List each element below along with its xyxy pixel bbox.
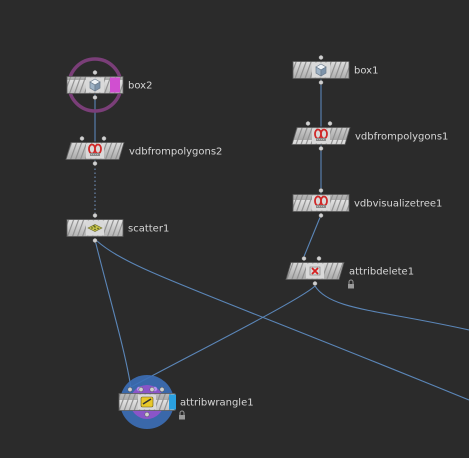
output-connector[interactable] xyxy=(92,95,98,100)
output-connector[interactable] xyxy=(312,281,318,286)
node-box2[interactable]: box2 xyxy=(66,57,152,113)
output-connector[interactable] xyxy=(318,146,324,151)
wire-attribdelete1-to-attribwrangle1[interactable] xyxy=(130,285,316,388)
node-label: box1 xyxy=(354,66,378,77)
output-connector[interactable] xyxy=(318,80,324,85)
input-connector[interactable] xyxy=(316,256,322,261)
wire-attribdelete1-to-offscreen-right[interactable] xyxy=(314,285,469,331)
wrangle-icon xyxy=(140,396,154,408)
node-vdbfrompolygons1[interactable]: vdbfrompolygons1 xyxy=(291,121,448,151)
attribdelete-icon xyxy=(309,266,321,276)
input-connector[interactable] xyxy=(101,136,107,141)
input-connector[interactable] xyxy=(79,136,85,141)
wire-scatter1-to-offscreen-right[interactable] xyxy=(96,240,469,401)
node-label: attribwrangle1 xyxy=(180,398,254,409)
wire-vdbvisualizetree1-to-attribdelete1[interactable] xyxy=(302,214,322,260)
output-connector[interactable] xyxy=(318,213,324,218)
input-connector[interactable] xyxy=(318,55,324,60)
scatter-icon xyxy=(87,224,103,232)
input-connector[interactable] xyxy=(149,387,155,392)
lock-icon xyxy=(179,410,185,420)
node-box1[interactable]: box1 xyxy=(292,55,378,85)
box-icon xyxy=(315,63,327,77)
node-label: scatter1 xyxy=(128,224,169,235)
node-label: vdbvisualizetree1 xyxy=(354,199,442,210)
template-flag[interactable] xyxy=(169,394,176,410)
vdb-icon xyxy=(314,128,328,141)
node-label: vdbfrompolygons1 xyxy=(355,132,448,143)
input-connector[interactable] xyxy=(127,387,133,392)
input-connector[interactable] xyxy=(327,121,333,126)
output-connector[interactable] xyxy=(92,238,98,243)
display-flag[interactable] xyxy=(110,77,120,93)
node-attribwrangle1[interactable]: attribwrangle1 xyxy=(118,375,254,429)
lock-icon xyxy=(348,279,354,289)
wire-scatter1-to-attribwrangle1[interactable] xyxy=(94,239,132,389)
node-vdbvisualizetree1[interactable]: vdbvisualizetree1 xyxy=(292,188,442,218)
input-connector[interactable] xyxy=(318,188,324,193)
node-label: vdbfrompolygons2 xyxy=(129,147,222,158)
input-connector[interactable] xyxy=(92,70,98,75)
node-vdbfrompolygons2[interactable]: vdbfrompolygons2 xyxy=(65,136,222,166)
input-connector[interactable] xyxy=(159,387,165,392)
input-connector[interactable] xyxy=(138,387,144,392)
node-label: attribdelete1 xyxy=(349,267,414,278)
node-scatter1[interactable]: scatter1 xyxy=(66,213,169,243)
vdb-icon xyxy=(88,143,102,156)
input-connector[interactable] xyxy=(301,256,307,261)
node-label: box2 xyxy=(128,81,152,92)
input-connector[interactable] xyxy=(92,213,98,218)
box-icon xyxy=(89,78,101,92)
output-connector[interactable] xyxy=(92,161,98,166)
connection-wires xyxy=(94,79,469,401)
input-connector[interactable] xyxy=(305,121,311,126)
node-attribdelete1[interactable]: attribdelete1 xyxy=(285,256,414,289)
vdb-icon xyxy=(314,195,328,208)
output-connector[interactable] xyxy=(144,412,150,417)
